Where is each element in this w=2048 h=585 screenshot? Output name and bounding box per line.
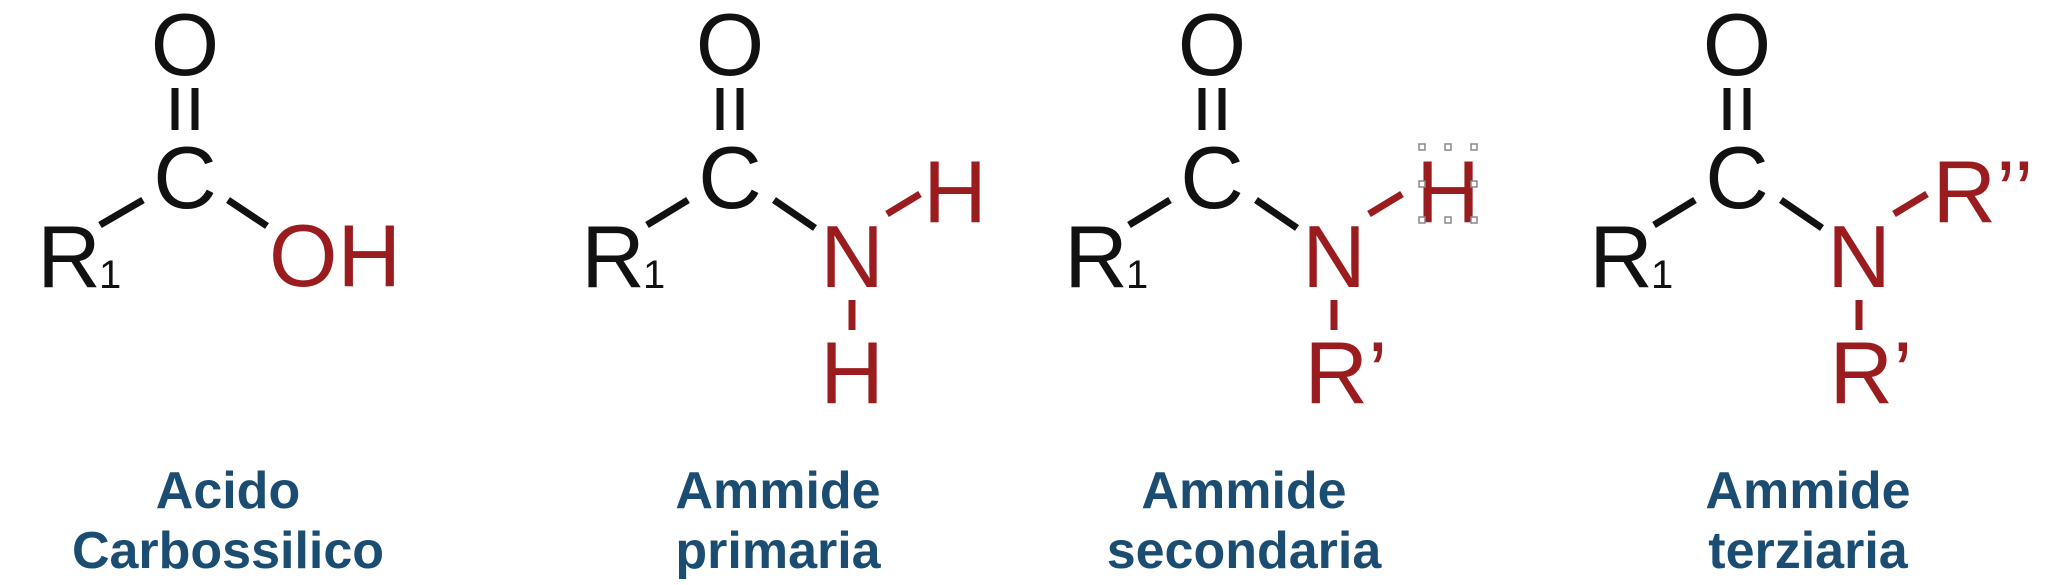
- r1-subscript: 1: [1651, 253, 1673, 297]
- caption-line-1: Ammide: [1705, 462, 1910, 520]
- hydrogen-atom-label: H: [1416, 142, 1480, 241]
- r-double-prime-group-label: R’’: [1932, 142, 2033, 241]
- caption-line-2: secondaria: [1107, 522, 1383, 580]
- carbon-atom-label: C: [153, 128, 217, 227]
- resize-handle: [1444, 216, 1452, 224]
- single-bond-line: [645, 197, 690, 228]
- single-bond-line: [226, 197, 269, 229]
- resize-handle: [1470, 143, 1478, 151]
- oxygen-atom-label: O: [1178, 0, 1246, 94]
- r-prime-group-label: R’: [1829, 323, 1912, 422]
- oxygen-atom-label: O: [151, 0, 219, 94]
- structure-carboxylic-acid: O C R 1 OH: [37, 0, 401, 306]
- single-bond-line: [1254, 197, 1299, 231]
- caption-line-1: Ammide: [675, 462, 880, 520]
- hydrogen-atom-label: H: [820, 323, 884, 422]
- resize-handle: [1418, 180, 1426, 188]
- r1-subscript: 1: [99, 253, 121, 297]
- carbon-atom-label: C: [1180, 128, 1244, 227]
- single-bond-line: [772, 197, 817, 231]
- nitrogen-atom-label: N: [1827, 207, 1891, 306]
- hydroxyl-group-label: OH: [269, 206, 401, 305]
- single-bond-line: [98, 196, 145, 229]
- carbon-atom-label: C: [1705, 128, 1769, 227]
- selection-handles: [1418, 143, 1478, 224]
- resize-handle: [1418, 143, 1426, 151]
- oxygen-atom-label: O: [696, 0, 764, 94]
- caption-line-2: primaria: [675, 522, 881, 580]
- single-bond-line: [1779, 197, 1824, 231]
- caption-line-1: Acido: [156, 462, 300, 520]
- single-bond-line: [1127, 197, 1172, 228]
- r1-subscript: 1: [643, 253, 665, 297]
- caption-line-1: Ammide: [1141, 462, 1346, 520]
- single-bond-line: [1652, 197, 1697, 228]
- r1-group-label: R: [581, 207, 645, 306]
- caption-line-2: Carbossilico: [72, 522, 384, 580]
- resize-handle: [1470, 180, 1478, 188]
- oxygen-atom-label: O: [1703, 0, 1771, 94]
- single-bond-line: [1367, 191, 1404, 217]
- carbon-atom-label: C: [698, 128, 762, 227]
- nitrogen-atom-label: N: [1302, 207, 1366, 306]
- caption-line-2: terziaria: [1708, 522, 1909, 580]
- resize-handle: [1418, 216, 1426, 224]
- r1-group-label: R: [1064, 207, 1128, 306]
- structure-tertiary-amide: O C R 1 N R’’ R’: [1589, 0, 2033, 422]
- nitrogen-atom-label: N: [820, 207, 884, 306]
- resize-handle: [1444, 143, 1452, 151]
- structure-primary-amide: O C R 1 N H H: [581, 0, 987, 422]
- resize-handle: [1470, 216, 1478, 224]
- r1-group-label: R: [37, 207, 101, 306]
- r1-group-label: R: [1589, 207, 1653, 306]
- single-bond-line: [885, 191, 922, 217]
- r-prime-group-label: R’: [1304, 323, 1387, 422]
- structure-secondary-amide: O C R 1 N H R’: [1064, 0, 1480, 422]
- single-bond-line: [1892, 191, 1929, 217]
- hydrogen-atom-label: H: [923, 142, 987, 241]
- r1-subscript: 1: [1126, 253, 1148, 297]
